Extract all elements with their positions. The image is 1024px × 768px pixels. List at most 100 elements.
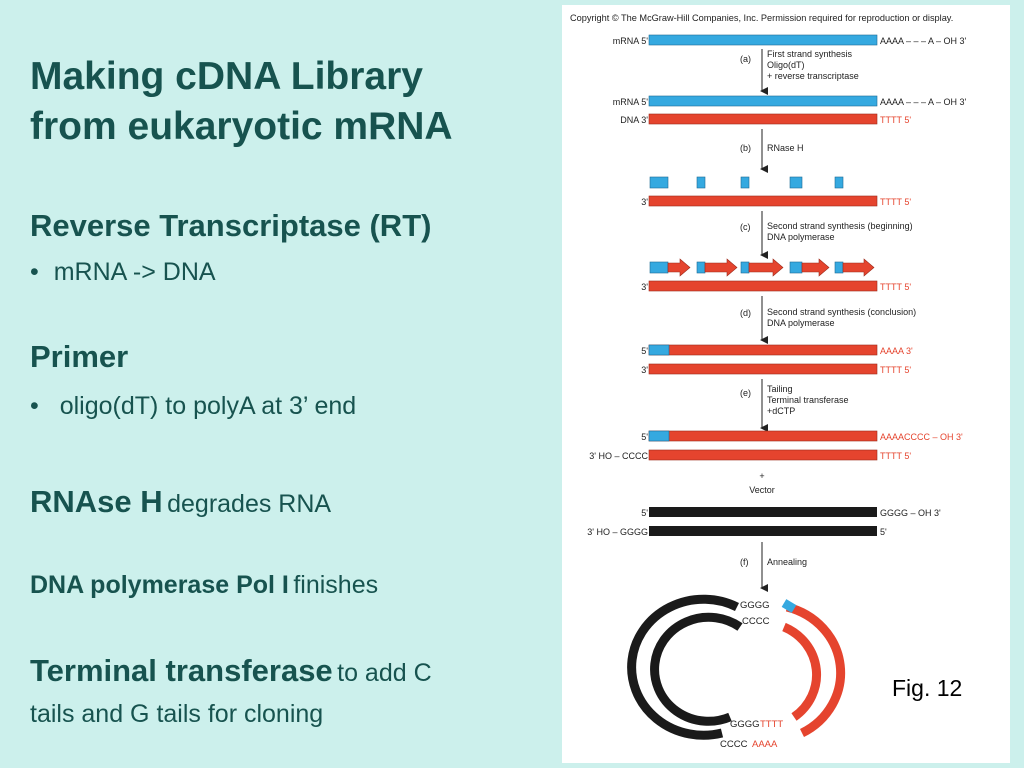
rna-fragment	[696, 176, 706, 189]
rna-fragment	[789, 176, 803, 189]
circle-gggg-bottom: GGGG	[730, 719, 760, 730]
step-d-letter: (d)	[740, 308, 751, 318]
rt-bullet: • mRNA -> DNA	[30, 258, 216, 287]
copyright-text: Copyright © The McGraw-Hill Companies, I…	[570, 13, 953, 23]
label-tttt-c: TTTT 5'	[880, 282, 911, 292]
rna-primer	[789, 261, 803, 274]
label-gggg-oh: GGGG – OH 3'	[880, 508, 941, 518]
circle-gggg-top: GGGG	[740, 600, 770, 611]
label-tttt-d: TTTT 5'	[880, 365, 911, 375]
label-tttt-e: TTTT 5'	[880, 451, 911, 461]
rna-primer	[834, 261, 844, 274]
slide-title: Making cDNA Library from eukaryotic mRNA	[30, 52, 453, 152]
label-tttt-b: TTTT 5'	[880, 197, 911, 207]
label-ho-gggg: 3' HO – GGGG	[587, 527, 648, 537]
label-3-b: 3'	[641, 197, 648, 207]
step-d-line-1: Second strand synthesis (conclusion)	[767, 307, 916, 317]
title-line-1: Making cDNA Library	[30, 55, 423, 98]
vector-label: Vector	[749, 485, 775, 495]
step-c-line-1: Second strand synthesis (beginning)	[767, 221, 913, 231]
label-aaaa-3: AAAA 3'	[880, 346, 913, 356]
cdna-arc-inner	[782, 622, 821, 721]
step-a-line-1: First strand synthesis	[767, 49, 853, 59]
step-e-line-2: Terminal transferase	[767, 395, 849, 405]
primer-heading: Primer	[30, 339, 129, 374]
dna-strand-first-tailed	[648, 449, 878, 461]
cdna-diagram: Copyright © The McGraw-Hill Companies, I…	[570, 13, 967, 750]
dna-extension-arrow	[667, 258, 691, 277]
label-5-d: 5'	[641, 346, 648, 356]
step-e-line-3: +dCTP	[767, 406, 795, 416]
vector-arc-inner	[650, 612, 743, 726]
mrna-strand-b	[648, 95, 878, 107]
dna-extension-arrow	[748, 258, 784, 277]
circle-cccc-top: CCCC	[742, 616, 770, 627]
dna-extension-arrow	[704, 258, 738, 277]
dna-strand-tailed	[648, 430, 878, 442]
rna-primer-remnant	[648, 344, 670, 356]
label-dna-3: DNA 3'	[620, 115, 648, 125]
step-e-line-1: Tailing	[767, 384, 793, 394]
step-a-line-2: Oligo(dT)	[767, 60, 805, 70]
rna-primer	[649, 261, 669, 274]
plus-sign: +	[759, 471, 764, 481]
dna-extension-arrow	[801, 258, 830, 277]
dna-strand-second	[648, 344, 878, 356]
label-aaaacccc: AAAACCCC – OH 3'	[880, 432, 963, 442]
step-d-line-2: DNA polymerase	[767, 318, 835, 328]
rna-primer	[696, 261, 706, 274]
label-3-d: 3'	[641, 365, 648, 375]
label-tttt: TTTT 5'	[880, 115, 911, 125]
figure-caption: Fig. 12	[892, 675, 963, 701]
step-c-line-2: DNA polymerase	[767, 232, 835, 242]
figure-panel: Copyright © The McGraw-Hill Companies, I…	[562, 5, 1010, 763]
step-a-letter: (a)	[740, 54, 751, 64]
rna-fragment	[834, 176, 844, 189]
pol-bold: DNA polymerase Pol I	[30, 571, 289, 599]
step-c-letter: (c)	[740, 222, 751, 232]
second-strand-fragments	[649, 258, 875, 277]
dna-extension-arrow	[842, 258, 875, 277]
rna-remnant-arc	[781, 599, 797, 613]
label-polya-oh: AAAA – – – A – OH 3'	[880, 36, 967, 46]
rna-fragment	[649, 176, 669, 189]
label-mrna-5: mRNA 5'	[613, 36, 649, 46]
vector-strand-top	[649, 507, 877, 517]
primer-item: oligo(dT) to polyA at 3’ end	[59, 392, 357, 420]
label-3-c: 3'	[641, 282, 648, 292]
label-5-e: 5'	[641, 432, 648, 442]
label-5-v: 5'	[641, 508, 648, 518]
title-line-2: from eukaryotic mRNA	[30, 105, 453, 148]
tt-line: Terminal transferase to add C	[30, 653, 432, 689]
vector-arc-outer	[627, 594, 739, 740]
rna-primer-remnant	[648, 430, 670, 442]
step-b-line-1: RNase H	[767, 143, 804, 153]
cdna-arc-outer	[785, 602, 846, 738]
circle-aaaa-bottom: AAAA	[752, 739, 778, 750]
circle-cccc-bottom: CCCC	[720, 739, 748, 750]
mrna-strand	[648, 34, 878, 46]
rnase-rest: degrades RNA	[167, 490, 332, 518]
label-polya-oh-b: AAAA – – – A – OH 3'	[880, 97, 967, 107]
step-b-letter: (b)	[740, 143, 751, 153]
pol-rest: finishes	[293, 571, 379, 599]
vector-strand-bottom	[649, 526, 877, 536]
step-e-letter: (e)	[740, 388, 751, 398]
rna-primer	[740, 261, 750, 274]
rnase-line: RNAse H degrades RNA	[30, 484, 331, 520]
bullet-dot: •	[30, 392, 39, 420]
pol-line: DNA polymerase Pol I finishes	[30, 571, 378, 600]
tt-bold: Terminal transferase	[30, 653, 333, 688]
tt-rest: to add C	[337, 659, 432, 687]
bullet-dot: •	[30, 258, 39, 286]
rna-fragment	[740, 176, 750, 189]
step-f-letter: (f)	[740, 557, 749, 567]
primer-bullet: • oligo(dT) to polyA at 3’ end	[30, 392, 356, 421]
dna-strand-first-d	[648, 363, 878, 375]
step-a-line-3: + reverse transcriptase	[767, 71, 859, 81]
recombinant-plasmid	[627, 594, 846, 740]
step-f-line-1: Annealing	[767, 557, 807, 567]
label-mrna-5-b: mRNA 5'	[613, 97, 649, 107]
rt-heading: Reverse Transcriptase (RT)	[30, 208, 432, 243]
label-ho-cccc: 3' HO – CCCC	[589, 451, 648, 461]
